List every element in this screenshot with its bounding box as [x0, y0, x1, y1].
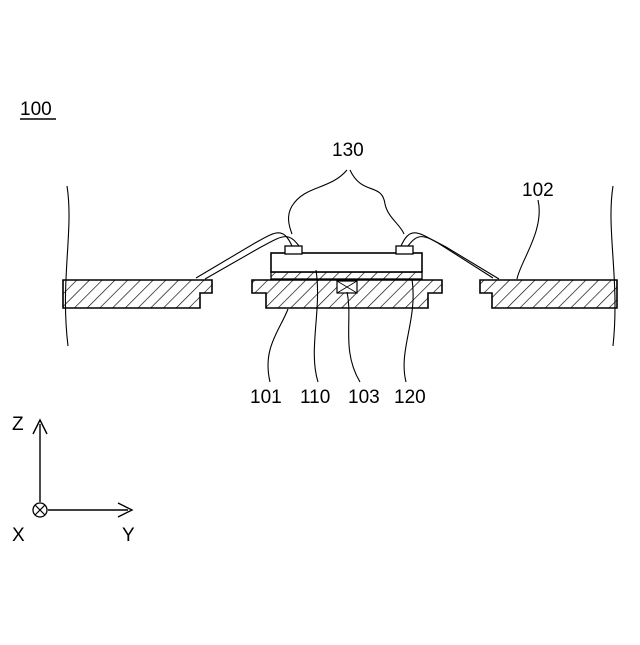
bond-pad-right: [396, 246, 413, 254]
right-break-line: [611, 186, 615, 346]
element-body: [271, 253, 422, 272]
label-110: 110: [300, 387, 330, 408]
figure-ref-label: 100: [20, 99, 52, 120]
axis-label-z: Z: [12, 414, 24, 435]
axis-label-y: Y: [122, 525, 135, 546]
label-103: 103: [348, 387, 380, 408]
label-130: 130: [332, 140, 364, 161]
bond-layer: [271, 272, 422, 279]
axis-indicator: Z X Y: [12, 414, 135, 546]
substrate-right: [480, 280, 617, 308]
label-120: 120: [394, 387, 426, 408]
leader-130-left: [289, 170, 347, 234]
label-101: 101: [250, 387, 282, 408]
substrate-left: [63, 280, 212, 308]
leader-101: [268, 309, 288, 382]
label-102: 102: [522, 180, 554, 201]
leader-102: [517, 200, 539, 279]
bond-pad-left: [285, 246, 302, 254]
leader-130-right: [350, 170, 404, 234]
axis-label-x: X: [12, 525, 25, 546]
left-break-line: [65, 186, 69, 346]
